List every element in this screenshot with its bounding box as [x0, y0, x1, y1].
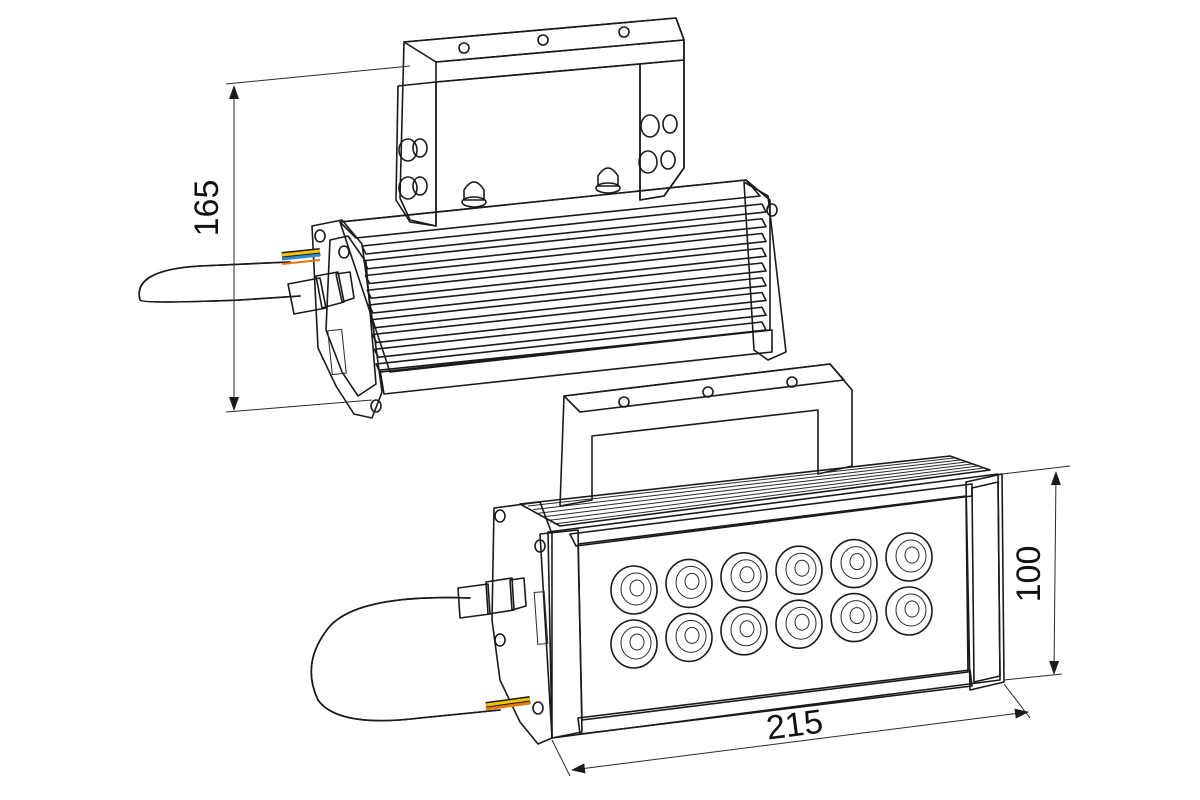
- led-lens: [775, 545, 823, 596]
- led-lens: [720, 605, 768, 656]
- led-lens: [610, 565, 658, 615]
- bottom-mounting-bracket: [559, 363, 853, 507]
- bolt-right-lower: [638, 150, 676, 174]
- heatsink-fin: [369, 276, 767, 329]
- led-lens-grid: [610, 532, 933, 669]
- bracket-hole: [537, 34, 549, 46]
- bottom-cable-assembly: [310, 577, 531, 722]
- bracket-hole: [702, 386, 714, 398]
- top-cable-assembly: [138, 248, 355, 315]
- screw-icon: [314, 229, 326, 243]
- bracket-hole: [458, 42, 470, 54]
- logo-plate: [327, 328, 347, 376]
- lens-panel: [577, 495, 969, 721]
- bracket-hole: [786, 376, 798, 388]
- heatsink-fin: [371, 291, 767, 344]
- heatsink-fin: [364, 232, 767, 285]
- heatsink-fin: [543, 463, 973, 518]
- bottom-housing: [519, 455, 1001, 739]
- bottom-wires: [485, 696, 531, 711]
- screw-icon: [532, 701, 544, 715]
- heatsink-fin: [368, 262, 767, 314]
- top-mounting-bracket: [395, 17, 685, 227]
- bottom-cable-gland: [457, 577, 527, 619]
- dimension-line: [571, 708, 1029, 774]
- led-lens: [830, 538, 878, 589]
- bolt-right-upper: [640, 114, 678, 138]
- height-label: 165: [188, 180, 226, 237]
- logo-plate: [533, 591, 549, 645]
- led-lens: [665, 612, 713, 663]
- bottom-fixture-front-view: [310, 363, 1005, 745]
- bottom-heatsink-fins: [527, 457, 985, 525]
- heatsink-fin: [538, 461, 967, 514]
- top-heatsink-fins: [361, 203, 767, 373]
- heatsink-fin: [362, 217, 767, 270]
- heatsink-fin: [548, 465, 979, 521]
- screw-icon: [338, 245, 350, 259]
- top-cable: [138, 261, 301, 303]
- heatsink-fin: [553, 467, 985, 525]
- led-lens: [885, 532, 933, 582]
- screw-icon: [766, 203, 778, 217]
- top-left-end-cap: [311, 219, 383, 419]
- led-lens: [775, 599, 823, 650]
- screw-icon: [370, 399, 382, 413]
- extension-line: [225, 399, 373, 413]
- bottom-cable: [310, 596, 501, 722]
- extension-line: [1001, 465, 1071, 475]
- top-wires: [281, 248, 321, 265]
- extension-line: [225, 65, 411, 85]
- heatsink-fin: [361, 203, 767, 255]
- led-lens: [885, 586, 933, 636]
- heatsink-fin: [527, 457, 955, 507]
- led-lens: [830, 592, 878, 643]
- bolt-left-upper: [398, 138, 428, 162]
- width-label: 215: [764, 703, 825, 748]
- width-dimension: 215: [551, 683, 1031, 777]
- front-height-label: 100: [1010, 546, 1048, 603]
- screw-icon: [534, 539, 546, 553]
- heatsink-fin: [533, 459, 961, 511]
- dimension-line: [1049, 471, 1061, 675]
- extension-line: [1003, 673, 1063, 681]
- screw-icon: [494, 633, 506, 647]
- bolt-left-lower: [398, 176, 428, 200]
- led-lens: [610, 619, 658, 669]
- top-bracket-bolts: [398, 114, 678, 208]
- bracket-hole: [618, 396, 630, 408]
- led-lens: [665, 558, 713, 609]
- bracket-hole: [618, 26, 630, 38]
- top-cable-gland: [287, 271, 355, 315]
- screw-icon: [494, 509, 506, 523]
- acorn-nut-right: [595, 167, 621, 194]
- led-lens: [720, 551, 768, 602]
- acorn-nut-left: [461, 181, 487, 208]
- heatsink-fin: [373, 306, 767, 359]
- top-fixture-rear-view: [138, 17, 787, 419]
- heatsink-fin: [366, 247, 767, 300]
- extension-line: [551, 739, 571, 777]
- bottom-right-end-cap: [965, 473, 1005, 691]
- front-height-dimension: 100: [1001, 465, 1071, 681]
- height-dimension: 165: [188, 65, 411, 413]
